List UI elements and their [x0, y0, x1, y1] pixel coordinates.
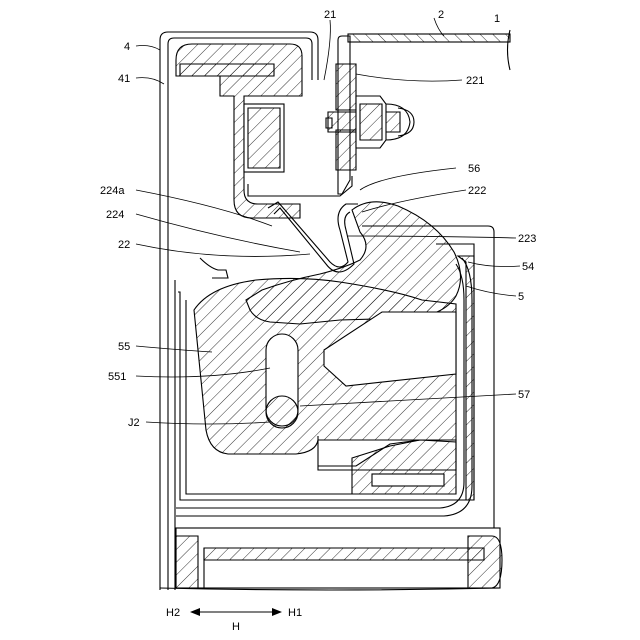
- shaft-J2: [266, 396, 298, 428]
- upper-holder-block: [176, 44, 302, 218]
- label-54: 54: [522, 261, 534, 273]
- bracket-21: [326, 36, 414, 194]
- label-1: 1: [494, 13, 500, 25]
- label-224: 224: [106, 209, 124, 221]
- label-224a: 224a: [100, 185, 125, 197]
- direction-arrow: [190, 608, 282, 616]
- label-2: 2: [438, 9, 444, 21]
- axis-label-h: H: [232, 621, 240, 633]
- label-222: 222: [468, 185, 486, 197]
- bottom-rail: [160, 528, 502, 590]
- panel-plate: [348, 30, 510, 70]
- spring-clip-22: [200, 176, 358, 278]
- label-J2: J2: [128, 417, 140, 429]
- label-223: 223: [518, 233, 536, 245]
- label-551: 551: [108, 371, 126, 383]
- label-5: 5: [518, 291, 524, 303]
- label-41: 41: [118, 73, 130, 85]
- label-21: 21: [324, 9, 336, 21]
- holder-55: [194, 278, 456, 494]
- label-57: 57: [518, 389, 530, 401]
- label-4: 4: [124, 41, 130, 53]
- label-56: 56: [468, 163, 480, 175]
- label-55: 55: [118, 341, 130, 353]
- axis-label-h1: H1: [288, 607, 302, 619]
- label-221: 221: [466, 75, 484, 87]
- label-22: 22: [118, 239, 130, 251]
- axis-label-h2: H2: [166, 607, 180, 619]
